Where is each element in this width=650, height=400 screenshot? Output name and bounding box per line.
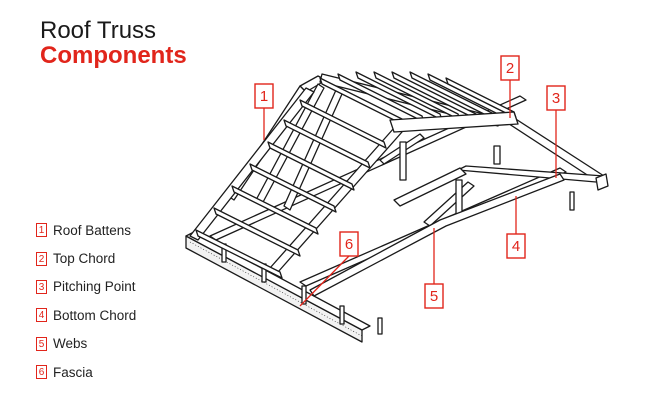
callout-number: 4: [512, 238, 520, 255]
callout-number: 3: [552, 90, 560, 107]
callout-number: 6: [345, 236, 353, 253]
callout-3: 3: [547, 86, 565, 178]
callout-number: 2: [506, 60, 514, 77]
callout-5: 5: [425, 228, 443, 308]
callout-number: 5: [430, 288, 438, 305]
callout-number: 1: [260, 88, 268, 105]
callout-4: 4: [507, 196, 525, 258]
